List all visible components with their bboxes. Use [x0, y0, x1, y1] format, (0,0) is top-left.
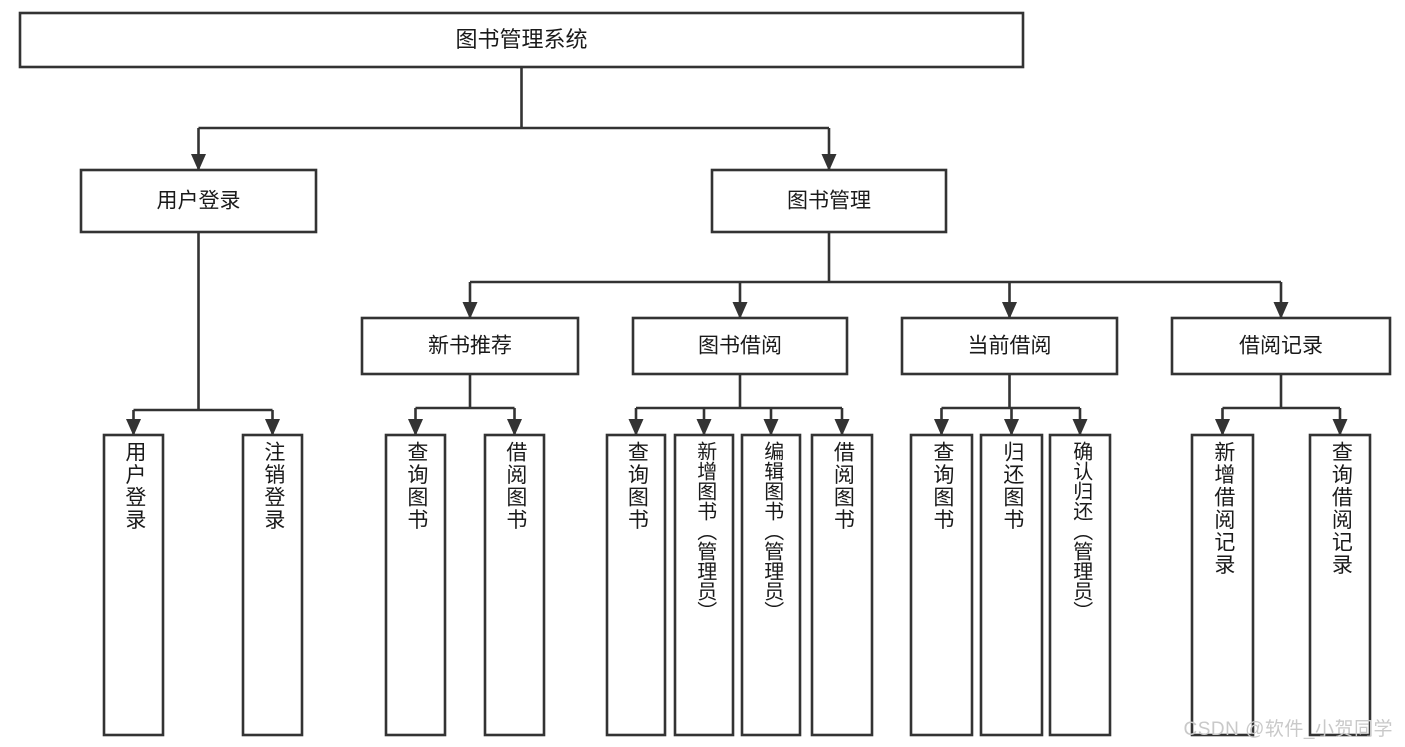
- node-leaf-9[interactable]: [979, 433, 1044, 737]
- l3-0-arrow-icon-1: [507, 419, 522, 436]
- node-level2-0-label: 用户登录: [157, 190, 241, 213]
- l3-3-arrow-icon-0: [1215, 419, 1230, 436]
- l3-2-arrow-icon-2: [1072, 419, 1088, 436]
- node-level2-0[interactable]: [79, 168, 318, 234]
- books-arrow-icon-1: [732, 302, 748, 319]
- node-level3-2-label: 当前借阅: [968, 335, 1052, 358]
- node-leaf-5[interactable]: [673, 433, 735, 737]
- node-root-system-label: 图书管理系统: [455, 27, 587, 52]
- node-leaf-12[interactable]: [1308, 433, 1372, 737]
- node-level3-3[interactable]: [1170, 316, 1392, 376]
- node-leaf-0[interactable]: [102, 433, 165, 737]
- l3-0-arrow-icon-0: [408, 419, 423, 436]
- node-level2-1[interactable]: [710, 168, 948, 234]
- node-level3-1[interactable]: [631, 316, 849, 376]
- l3-1-arrow-icon-1: [696, 419, 712, 436]
- books-arrow-icon-0: [462, 302, 478, 319]
- node-leaf-3[interactable]: [483, 433, 546, 737]
- node-root-system[interactable]: [18, 11, 1025, 69]
- l3-1-arrow-icon-0: [628, 419, 644, 436]
- node-level3-1-label: 图书借阅: [698, 335, 782, 358]
- node-level3-3-label: 借阅记录: [1239, 335, 1323, 358]
- login-arrow-icon-0: [126, 419, 141, 436]
- node-level3-0[interactable]: [360, 316, 580, 376]
- node-level3-0-label: 新书推荐: [428, 335, 512, 358]
- books-arrow-icon-3: [1273, 302, 1289, 319]
- l3-1-arrow-icon-3: [834, 419, 850, 436]
- l3-1-arrow-icon-2: [763, 419, 779, 436]
- login-arrow-icon-1: [265, 419, 280, 436]
- node-leaf-7[interactable]: [810, 433, 874, 737]
- node-leaf-11[interactable]: [1190, 433, 1255, 737]
- node-leaf-1[interactable]: [241, 433, 304, 737]
- node-leaf-8[interactable]: [909, 433, 974, 737]
- l3-2-arrow-icon-1: [1004, 419, 1019, 436]
- boxes-layer: [18, 11, 1392, 737]
- csdn-watermark: CSDN @软件_小贺同学: [1183, 719, 1393, 740]
- node-leaf-10[interactable]: [1048, 433, 1112, 737]
- l3-3-arrow-icon-1: [1332, 419, 1348, 436]
- l3-2-arrow-icon-0: [934, 419, 949, 436]
- connectors-layer: [126, 67, 1348, 436]
- node-leaf-6[interactable]: [740, 433, 802, 737]
- root-arrow-icon-1: [821, 154, 837, 171]
- node-level2-1-label: 图书管理: [787, 190, 871, 213]
- books-arrow-icon-2: [1002, 302, 1017, 319]
- node-leaf-4[interactable]: [605, 433, 667, 737]
- node-leaf-2[interactable]: [384, 433, 447, 737]
- root-arrow-icon-0: [191, 154, 206, 171]
- node-level3-2[interactable]: [900, 316, 1119, 376]
